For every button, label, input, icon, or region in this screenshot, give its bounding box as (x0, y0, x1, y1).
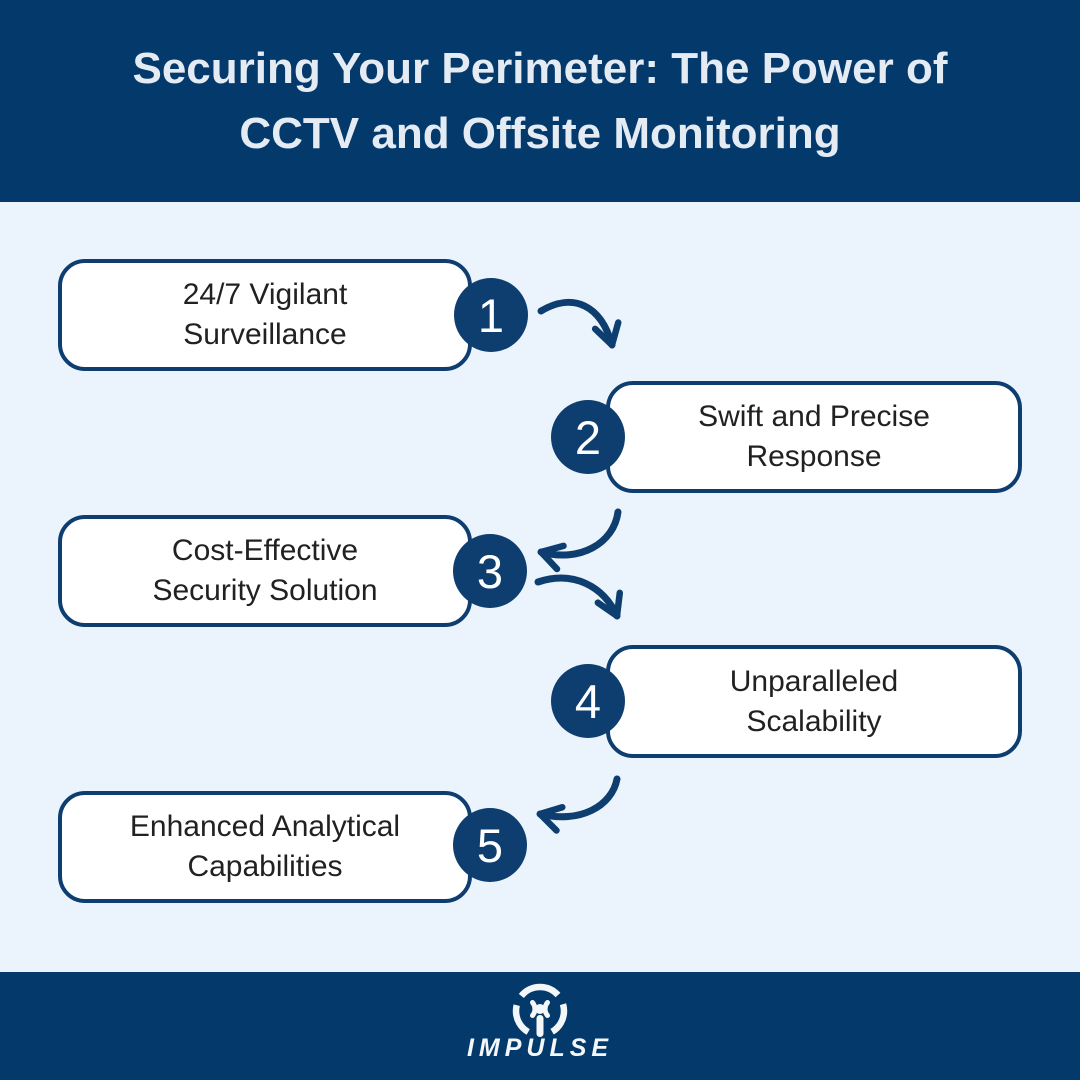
arrow-step1-to-step2 (537, 298, 622, 349)
step-3-number: 3 (476, 544, 504, 598)
arrow-step4-to-step5 (536, 775, 621, 834)
arrow-step3-to-step4 (534, 574, 624, 620)
step-1-number: 1 (477, 288, 505, 342)
step-4-label-line2: Scalability (746, 704, 882, 738)
step-5-number: 5 (476, 818, 504, 872)
header-banner: Securing Your Perimeter: The Power of CC… (0, 0, 1080, 202)
step-card-3: Cost-Effective Security Solution (58, 515, 472, 627)
step-1-number-badge: 1 (454, 278, 528, 352)
page-title-line1: Securing Your Perimeter: The Power of (132, 44, 948, 93)
step-2-number: 2 (574, 410, 602, 464)
step-4-number-badge: 4 (551, 664, 625, 738)
footer-banner: IMPULSE (0, 972, 1080, 1080)
step-3-number-badge: 3 (453, 534, 527, 608)
step-4-number: 4 (574, 674, 602, 728)
step-3-label-line1: Cost-Effective (171, 534, 359, 567)
page-title-line2: CCTV and Offsite Monitoring (239, 109, 841, 158)
step-card-2: Swift and Precise Response (606, 381, 1022, 493)
step-5-label-line2: Capabilities (187, 850, 343, 883)
step-card-4: Unparalleled Scalability (606, 645, 1022, 758)
step-2-label-line1: Swift and Precise (698, 400, 930, 433)
step-3-label-line2: Security Solution (152, 574, 378, 607)
step-card-5: Enhanced Analytical Capabilities (58, 791, 472, 903)
step-2-label-line2: Response (746, 440, 882, 473)
step-4-label-line1: Unparalleled (729, 664, 899, 698)
step-card-1: 24/7 Vigilant Surveillance (58, 259, 472, 371)
step-1-label-line1: 24/7 Vigilant (182, 278, 348, 311)
step-1-label-line2: Surveillance (183, 318, 347, 351)
broadcast-signal-icon (512, 983, 568, 1039)
step-5-label-line1: Enhanced Analytical (129, 810, 401, 843)
step-2-number-badge: 2 (551, 400, 625, 474)
arrow-step2-to-step3 (537, 508, 622, 573)
step-5-number-badge: 5 (453, 808, 527, 882)
brand-wordmark: IMPULSE (466, 1034, 614, 1062)
